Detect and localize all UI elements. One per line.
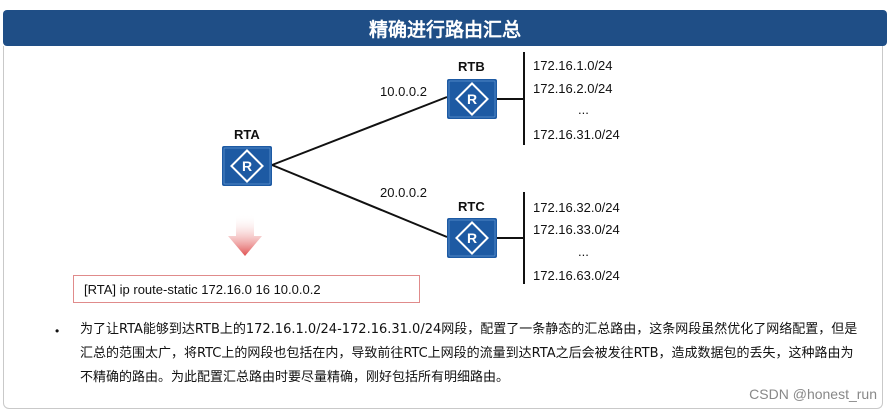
rtc-route-ellipsis: ... xyxy=(578,244,589,259)
router-rtc-icon xyxy=(446,217,498,259)
router-rtc-label: RTC xyxy=(458,199,485,214)
explanation-text: 为了让RTA能够到达RTB上的172.16.1.0/24-172.16.31.0… xyxy=(80,322,858,385)
down-arrow-icon xyxy=(228,214,262,256)
rtb-route-ellipsis: ... xyxy=(578,102,589,117)
bullet-dot-icon: • xyxy=(55,324,60,338)
rtb-route: 172.16.1.0/24 xyxy=(533,58,613,73)
link-rta-rtc xyxy=(271,164,448,238)
rtb-route: 172.16.2.0/24 xyxy=(533,81,613,96)
content-panel xyxy=(3,46,883,409)
rtb-route: 172.16.31.0/24 xyxy=(533,127,620,142)
rtc-route: 172.16.63.0/24 xyxy=(533,268,620,283)
next-hop-rtc: 20.0.0.2 xyxy=(380,185,427,200)
router-rtb-icon xyxy=(446,78,498,120)
command-text: [RTA] ip route-static 172.16.0 16 10.0.0… xyxy=(84,281,321,297)
rtc-route: 172.16.33.0/24 xyxy=(533,222,620,237)
rtc-route: 172.16.32.0/24 xyxy=(533,200,620,215)
next-hop-rtb: 10.0.0.2 xyxy=(380,84,427,99)
watermark: CSDN @honest_run xyxy=(749,386,877,402)
router-rta-icon xyxy=(221,145,273,187)
router-rtb-label: RTB xyxy=(458,59,485,74)
router-rta-label: RTA xyxy=(234,127,260,142)
slide-title: 精确进行路由汇总 xyxy=(3,10,887,46)
command-box: [RTA] ip route-static 172.16.0 16 10.0.0… xyxy=(73,275,420,303)
link-rta-rtb xyxy=(271,96,448,166)
